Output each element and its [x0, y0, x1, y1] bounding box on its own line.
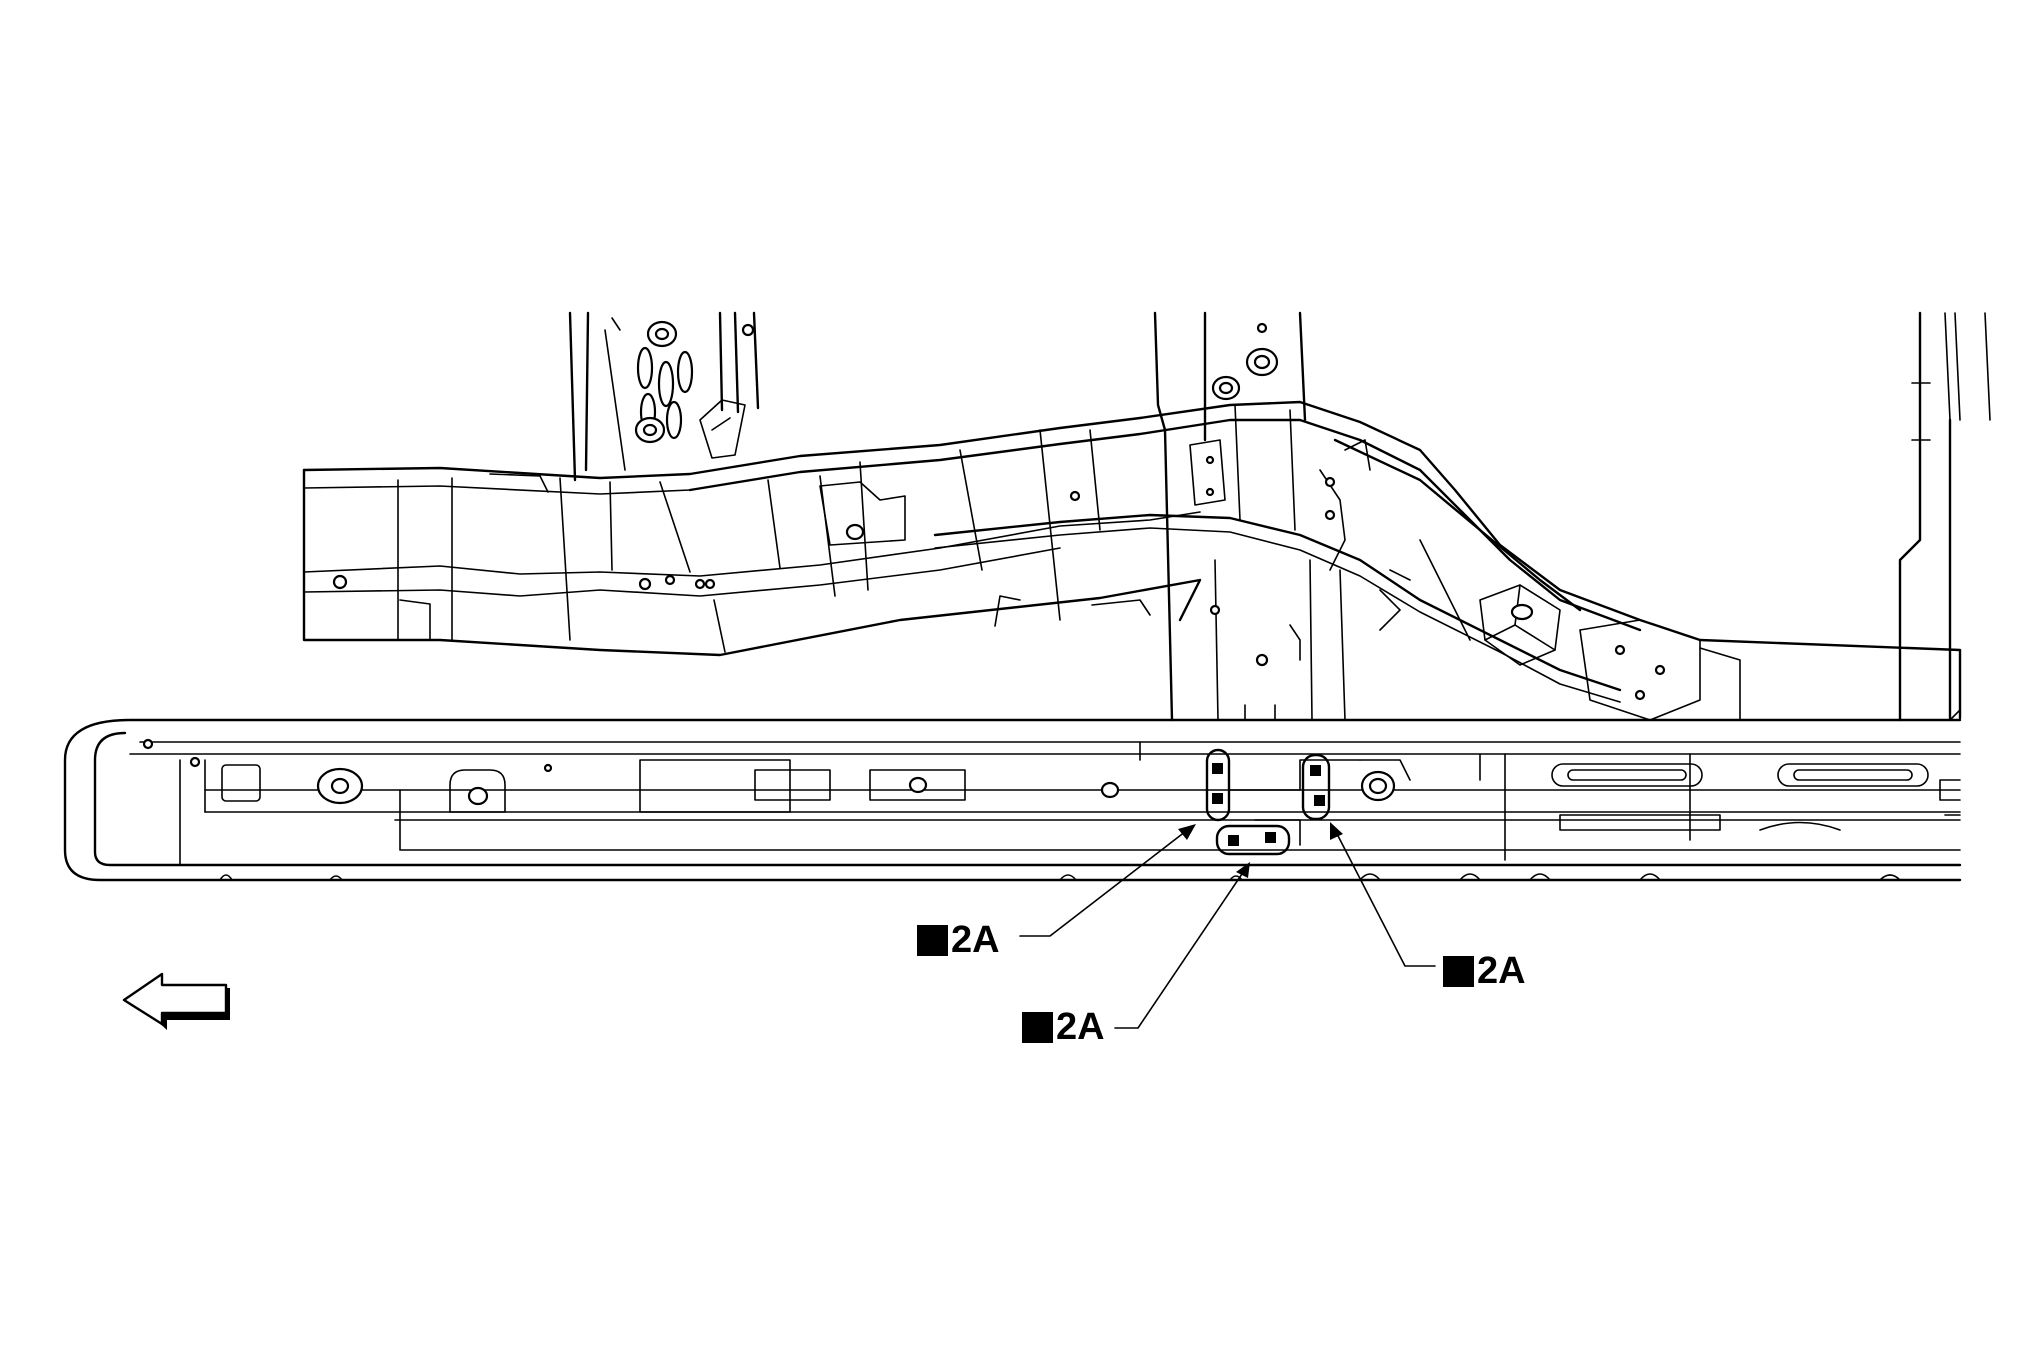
front-direction-arrow-icon [122, 972, 230, 1030]
weld-point [1212, 763, 1223, 774]
frame-rail [302, 400, 1962, 720]
black-square-icon [917, 924, 948, 956]
black-square-icon [1443, 955, 1474, 987]
right-structure [1898, 311, 1991, 722]
rocker-sill [63, 718, 1962, 882]
center-pillar [1153, 311, 1741, 722]
weld-group-bottom [1215, 824, 1291, 856]
leader-lines [1019, 822, 1436, 1029]
weld-group-right [1301, 753, 1331, 821]
callout-label-text: 2A [1477, 950, 1526, 992]
weld-point [1310, 765, 1321, 776]
weld-group-left [1205, 748, 1231, 822]
callout-label-text: 2A [951, 919, 1000, 961]
callout-2A-left: 2A [917, 921, 1000, 959]
weld-point [1265, 832, 1276, 843]
callout-2A-bottom: 2A [1022, 1008, 1105, 1046]
callout-label-text: 2A [1056, 1006, 1105, 1048]
weld-point [1212, 793, 1223, 804]
weld-point [1314, 795, 1325, 806]
callout-2A-right: 2A [1443, 952, 1526, 990]
left-pillar [568, 311, 760, 482]
weld-point [1228, 835, 1239, 846]
black-square-icon [1022, 1011, 1053, 1043]
